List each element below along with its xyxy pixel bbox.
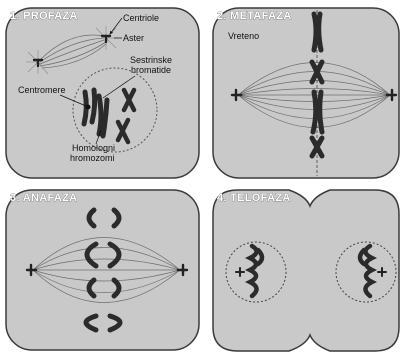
panel-title-telophase: 4. TELOFAZA [217, 192, 291, 204]
panel-telophase: 4. TELOFAZA [213, 190, 399, 351]
panel-anaphase: 3. ANAFAZA [6, 190, 199, 350]
label-sister-chromatids-1: Sestrinske [130, 55, 172, 65]
label-aster: Aster [123, 33, 144, 43]
label-homologous-2: hromozomi [70, 153, 115, 163]
panel-prophase: 1. PROFAZA [6, 8, 199, 178]
label-sister-chromatids-2: hromatide [131, 65, 171, 75]
panel-metaphase: 2. METAFAZA Vreteno [213, 8, 399, 178]
label-spindle: Vreteno [228, 31, 259, 41]
panel-title-prophase: 1. PROFAZA [10, 10, 78, 22]
label-homologous-1: Homologni [72, 143, 115, 153]
panel-title-metaphase: 2. METAFAZA [217, 10, 292, 22]
label-centromere: Centromere [18, 85, 66, 95]
centromere-dot [86, 105, 91, 110]
label-centriole: Centriole [123, 13, 159, 23]
panel-title-anaphase: 3. ANAFAZA [10, 192, 77, 204]
